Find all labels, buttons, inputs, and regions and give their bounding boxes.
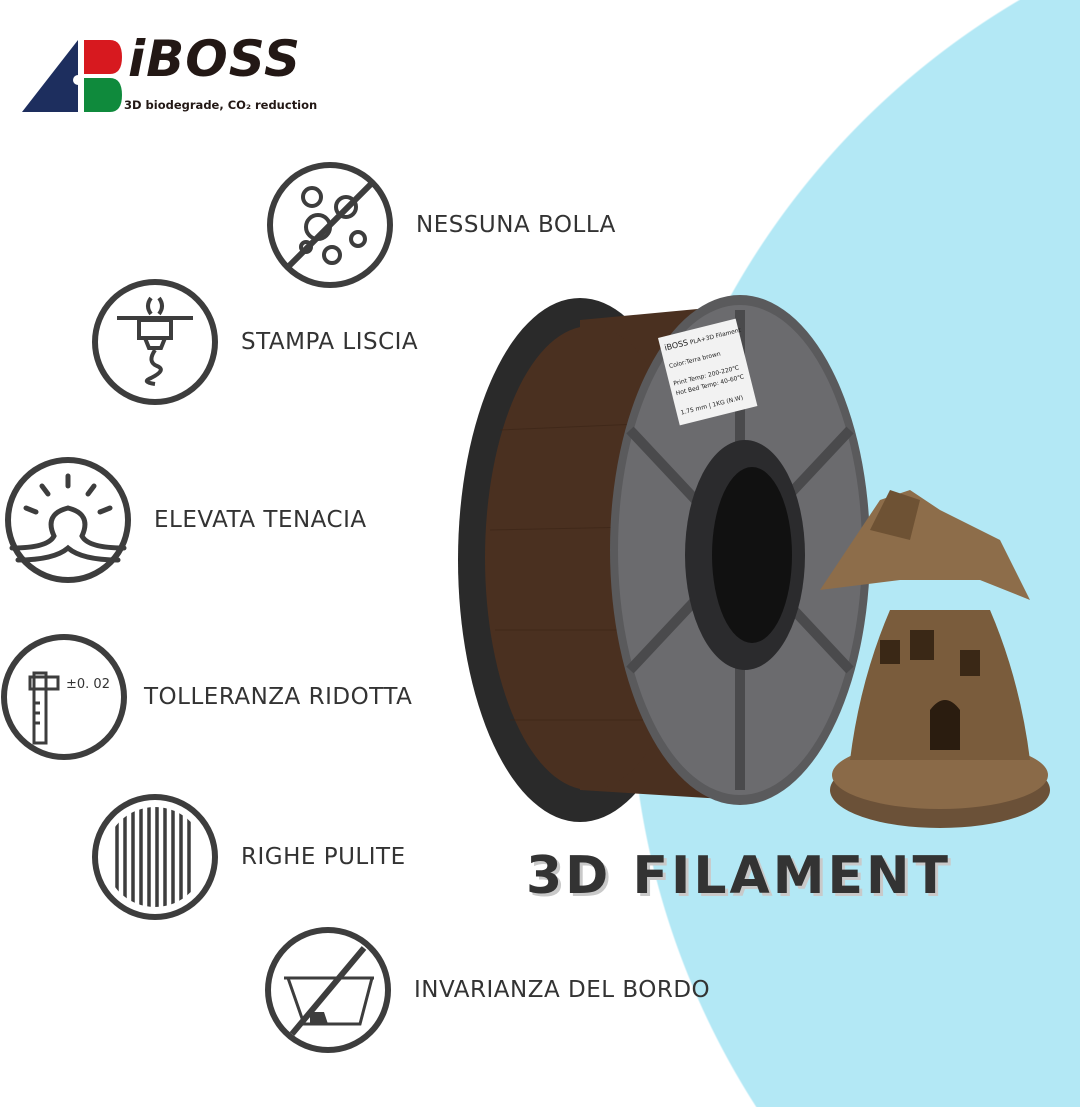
feature-label: NESSUNA BOLLA bbox=[416, 212, 616, 238]
feature-toughness: ELEVATA TENACIA bbox=[4, 456, 367, 584]
clean-lines-icon bbox=[92, 794, 218, 920]
brand-logo: iBOSS 3D biodegrade, CO₂ reduction bbox=[22, 30, 317, 118]
feature-label: TOLLERANZA RIDOTTA bbox=[144, 684, 413, 710]
feature-label: RIGHE PULITE bbox=[241, 844, 406, 870]
spool-label: iBOSS PLA+3D Filament Color:Terra brown … bbox=[658, 318, 758, 426]
print-nozzle-icon bbox=[92, 279, 218, 405]
logo-mark-icon bbox=[22, 40, 122, 112]
feature-label: INVARIANZA DEL BORDO bbox=[414, 977, 711, 1003]
feature-tolerance: ±0. 02 TOLLERANZA RIDOTTA bbox=[0, 633, 412, 761]
headline: 3D FILAMENT bbox=[526, 846, 951, 906]
filament-spool-image: iBOSS PLA+3D Filament Color:Terra brown … bbox=[458, 295, 1050, 828]
no-warping-icon bbox=[265, 927, 391, 1053]
logo-tagline: 3D biodegrade, CO₂ reduction bbox=[124, 98, 318, 112]
no-bubbles-icon bbox=[267, 162, 393, 288]
tolerance-value: ±0. 02 bbox=[66, 677, 110, 692]
toughness-icon bbox=[5, 457, 131, 583]
feature-label: STAMPA LISCIA bbox=[241, 329, 419, 355]
logo-brand: iBOSS bbox=[128, 30, 301, 88]
feature-clean-lines: RIGHE PULITE bbox=[91, 793, 406, 921]
feature-smooth-print: STAMPA LISCIA bbox=[91, 278, 418, 406]
feature-label: ELEVATA TENACIA bbox=[154, 507, 367, 533]
feature-no-bubbles: NESSUNA BOLLA bbox=[266, 161, 616, 289]
caliper-icon: ±0. 02 bbox=[0, 633, 128, 761]
feature-no-warping: INVARIANZA DEL BORDO bbox=[264, 926, 710, 1054]
printed-house-model bbox=[820, 490, 1050, 828]
